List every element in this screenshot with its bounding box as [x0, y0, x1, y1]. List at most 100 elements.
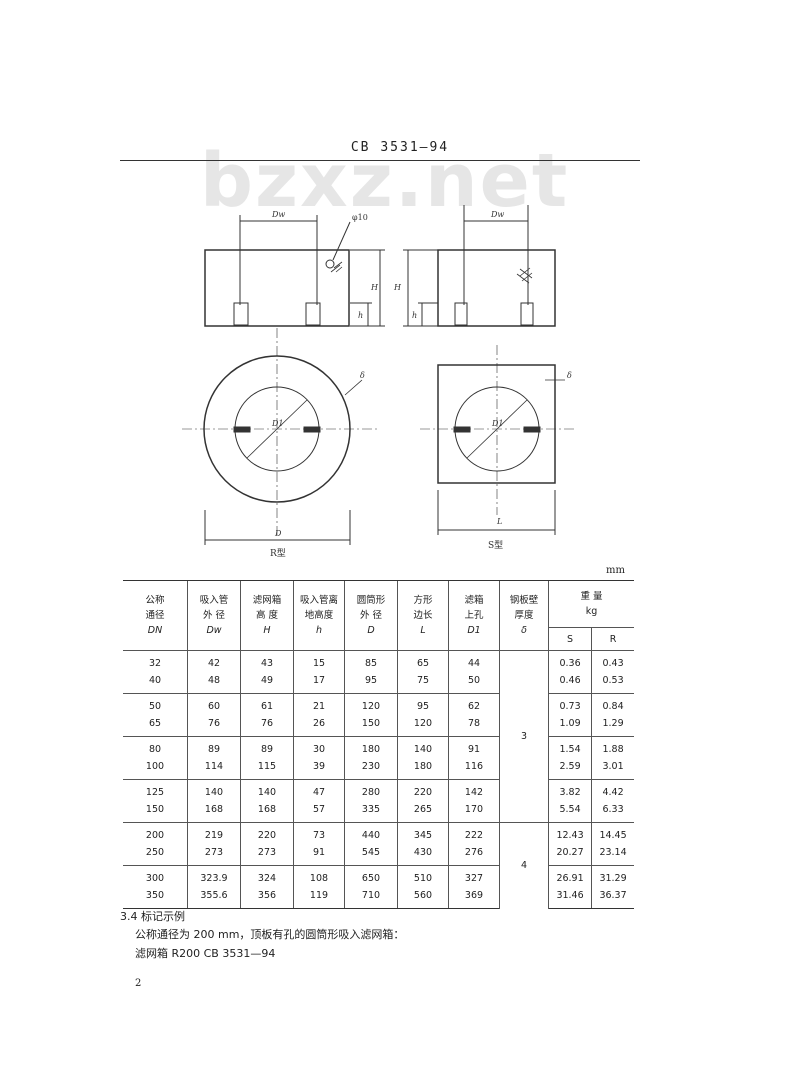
- r-plan: [182, 328, 380, 545]
- table-cell-dw: 42 48: [187, 650, 241, 694]
- s-elevation: [403, 205, 556, 327]
- table-cell-dw: 323.9 355.6: [187, 865, 241, 909]
- table-cell-h: 15 17: [293, 650, 345, 694]
- table-cell-d: 440 545: [344, 822, 398, 866]
- r-elevation: [204, 215, 385, 327]
- header-rule: [120, 160, 640, 161]
- table-cell-ws: 0.73 1.09: [547, 693, 592, 737]
- unit-label: mm: [606, 565, 625, 576]
- table-cell-hh: 140 168: [240, 779, 294, 823]
- col-header-weight-s: S: [547, 627, 592, 651]
- table-cell-h: 73 91: [293, 822, 345, 866]
- table-cell-d1: 327 369: [448, 865, 500, 909]
- table-cell-dn: 125 150: [123, 779, 188, 823]
- table-cell-d: 180 230: [344, 736, 398, 780]
- table-cell-d: 120 150: [344, 693, 398, 737]
- table-cell-d1: 91 116: [448, 736, 500, 780]
- table-cell-d1: 44 50: [448, 650, 500, 694]
- section-line-2: 滤网箱 R200 CB 3531—94: [135, 947, 276, 960]
- table-cell-dw: 140 168: [187, 779, 241, 823]
- table-cell-dw: 89 114: [187, 736, 241, 780]
- table-cell-h: 108 119: [293, 865, 345, 909]
- table-cell-thickness: 4: [499, 822, 549, 909]
- table-cell-l: 220 265: [397, 779, 449, 823]
- table-cell-dn: 200 250: [123, 822, 188, 866]
- page-number: 2: [135, 978, 142, 989]
- table-cell-d: 85 95: [344, 650, 398, 694]
- label-d1-s: D1: [491, 419, 504, 428]
- table-cell-h: 30 39: [293, 736, 345, 780]
- table-cell-ws: 3.82 5.54: [547, 779, 592, 823]
- table-cell-h: 47 57: [293, 779, 345, 823]
- table-cell-ws: 26.91 31.46: [547, 865, 592, 909]
- table-cell-dn: 80 100: [123, 736, 188, 780]
- table-cell-l: 65 75: [397, 650, 449, 694]
- caption-s-type: S型: [488, 540, 503, 551]
- table-cell-ws: 12.43 20.27: [547, 822, 592, 866]
- table-cell-wr: 0.84 1.29: [591, 693, 634, 737]
- table-cell-d1: 62 78: [448, 693, 500, 737]
- table-cell-hh: 220 273: [240, 822, 294, 866]
- table-cell-thickness: 3: [499, 650, 549, 823]
- watermark: bzxz.net: [200, 138, 570, 224]
- table-cell-l: 345 430: [397, 822, 449, 866]
- table-cell-wr: 31.29 36.37: [591, 865, 634, 909]
- table-cell-d1: 142 170: [448, 779, 500, 823]
- table-cell-ws: 0.36 0.46: [547, 650, 592, 694]
- table-cell-l: 510 560: [397, 865, 449, 909]
- label-l: L: [496, 517, 502, 526]
- technical-drawing: Dw φ10 H h Dw H h D1 δ D R型: [182, 205, 575, 559]
- table-cell-hh: 61 76: [240, 693, 294, 737]
- table-cell-d: 280 335: [344, 779, 398, 823]
- table-cell-dn: 32 40: [123, 650, 188, 694]
- label-h-small-s: h: [412, 311, 417, 320]
- label-dw-r: Dw: [271, 210, 285, 219]
- table-cell-h: 21 26: [293, 693, 345, 737]
- table-cell-dw: 219 273: [187, 822, 241, 866]
- table-cell-wr: 0.43 0.53: [591, 650, 634, 694]
- label-h-small-r: h: [358, 311, 363, 320]
- col-header-weight-r: R: [591, 627, 634, 651]
- label-h-cap-r: H: [370, 283, 379, 292]
- table-cell-dn: 300 350: [123, 865, 188, 909]
- s-plan: [420, 345, 575, 535]
- table-cell-dn: 50 65: [123, 693, 188, 737]
- table-cell-d: 650 710: [344, 865, 398, 909]
- label-delta-r: δ: [360, 371, 365, 380]
- table-cell-hh: 89 115: [240, 736, 294, 780]
- table-cell-ws: 1.54 2.59: [547, 736, 592, 780]
- section-line-1: 公称通径为 200 mm，顶板有孔的圆筒形吸入滤网箱：: [135, 928, 405, 941]
- label-phi10: φ10: [352, 213, 368, 222]
- table-cell-dw: 60 76: [187, 693, 241, 737]
- label-h-cap-s: H: [393, 283, 402, 292]
- table-cell-wr: 14.45 23.14: [591, 822, 634, 866]
- label-d1-r: D1: [271, 419, 284, 428]
- label-d: D: [274, 529, 282, 538]
- table-cell-l: 95 120: [397, 693, 449, 737]
- caption-r-type: R型: [270, 548, 286, 559]
- table-cell-hh: 324 356: [240, 865, 294, 909]
- table-cell-hh: 43 49: [240, 650, 294, 694]
- label-delta-s: δ: [567, 371, 572, 380]
- table-cell-wr: 4.42 6.33: [591, 779, 634, 823]
- table-cell-l: 140 180: [397, 736, 449, 780]
- table-cell-d1: 222 276: [448, 822, 500, 866]
- standard-header: CB 3531—94: [350, 140, 450, 155]
- table-cell-wr: 1.88 3.01: [591, 736, 634, 780]
